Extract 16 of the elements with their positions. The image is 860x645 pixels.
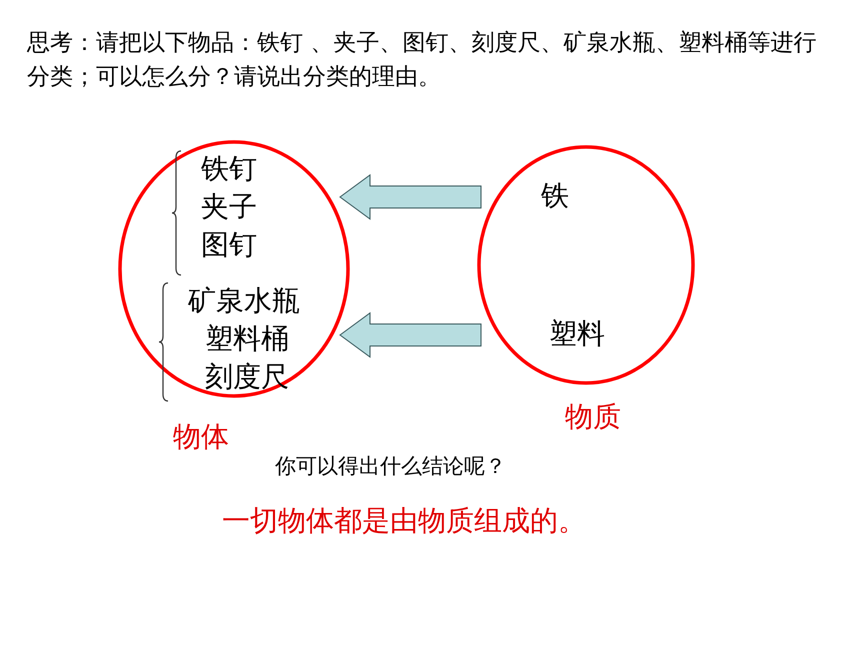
- item-label: 图钉: [201, 228, 257, 262]
- item-label: 铁钉: [201, 152, 257, 186]
- item-label: 塑料: [549, 317, 605, 351]
- item-label: 塑料桶: [205, 322, 289, 356]
- question-text: 你可以得出什么结论呢？: [275, 453, 506, 480]
- category-label: 物体: [173, 420, 229, 454]
- block-arrow: [339, 174, 482, 220]
- item-label: 刻度尺: [205, 360, 289, 394]
- item-label: 夹子: [201, 190, 257, 224]
- conclusion-text: 一切物体都是由物质组成的。: [222, 503, 586, 539]
- category-label: 物质: [565, 400, 621, 434]
- item-label: 矿泉水瓶: [188, 284, 300, 318]
- ellipse-outline: [477, 145, 695, 385]
- block-arrow: [339, 312, 482, 358]
- item-label: 铁: [541, 179, 569, 213]
- question-text: 思考：请把以下物品：铁钉 、夹子、图钉、刻度尺、矿泉水瓶、塑料桶等进行分类；可以怎么分？请说出分类的理由。: [27, 29, 817, 92]
